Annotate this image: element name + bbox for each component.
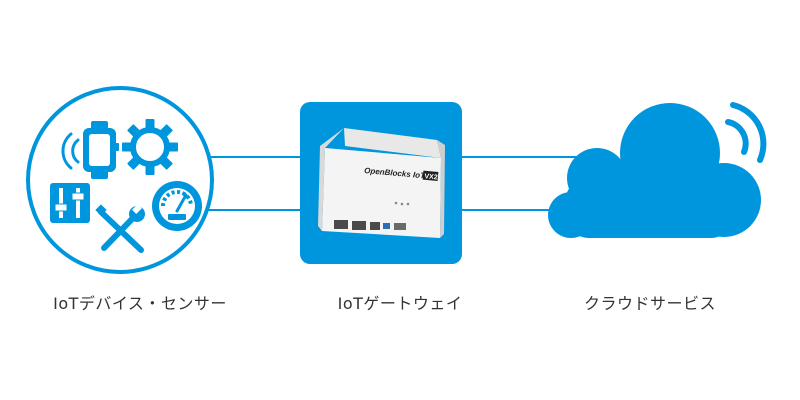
tools-icon	[95, 204, 145, 253]
cloud-caption: クラウドサービス	[583, 294, 716, 313]
gateway-port-1	[334, 220, 348, 229]
gateway-brand-name: OpenBlocks	[364, 166, 412, 179]
gateway-port-4	[394, 223, 406, 230]
gateway-brand-label: OpenBlocks IoT VX2	[364, 166, 439, 181]
svg-text:OpenBlocks IoT: OpenBlocks IoT	[364, 166, 427, 180]
devices-circle-group	[26, 86, 214, 274]
wireless-signal-icon	[725, 102, 767, 163]
gateway-model-name: IoT	[413, 170, 427, 180]
gateway-port-2	[352, 221, 366, 230]
connector-lines	[205, 156, 610, 211]
gateway-port-usb	[383, 223, 390, 229]
gateway-variant-badge: VX2	[424, 173, 438, 181]
cloud-group	[548, 102, 767, 238]
gateway-port-3	[370, 222, 380, 230]
gateway-device	[318, 128, 445, 238]
gateway-group: OpenBlocks IoT VX2	[300, 102, 462, 264]
speedometer-icon	[152, 181, 202, 231]
cloud-icon	[548, 103, 761, 238]
gateway-led-1	[394, 201, 398, 205]
gateway-led-3	[406, 202, 410, 206]
gateway-led-2	[400, 202, 404, 206]
devices-circle	[26, 86, 214, 274]
gear-icon	[122, 119, 178, 175]
gateway-caption: IoTゲートウェイ	[337, 294, 463, 313]
signal-waves-icon	[61, 132, 80, 170]
smartwatch-icon	[83, 121, 119, 179]
devices-caption: IoTデバイス・センサー	[53, 294, 227, 313]
equalizer-sliders-icon	[50, 183, 90, 223]
